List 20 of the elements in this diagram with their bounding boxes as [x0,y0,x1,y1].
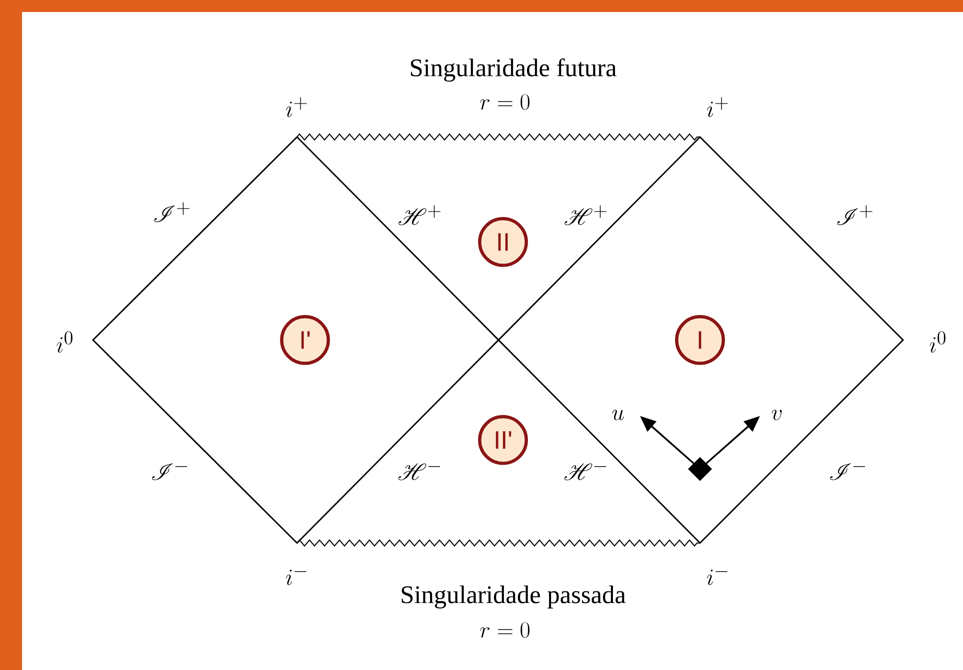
math-label: $v$ [772,410,782,420]
math-label: $i^{+}$ [286,97,307,117]
math-label: $\mathscr{H}^{-}$ [398,463,440,480]
math-label: $\mathscr{H}^{+}$ [564,205,607,226]
math-label: $r = 0$ [480,622,530,638]
math-label: $i^{0}$ [930,331,946,353]
math-label: $\mathscr{I}^{-}$ [152,463,188,480]
math-label: $u$ [612,410,624,420]
math-label: $\mathscr{H}^{+}$ [398,205,441,226]
math-label: $i^{0}$ [56,331,72,353]
region-label: Singularidade futura [410,58,616,82]
region-label: Singularidade passada [402,585,626,608]
math-label: $\mathscr{I}^{+}$ [154,202,190,222]
math-label: $\mathscr{I}^{+}$ [837,205,872,226]
math-label: $\mathscr{I}^{-}$ [830,463,866,480]
math-label: $i^{-}$ [706,570,728,585]
math-label: $i^{-}$ [286,570,306,585]
math-label: $r = 0$ [480,94,530,110]
math-label: $\mathscr{H}^{-}$ [564,463,606,480]
math-label: $i^{+}$ [707,97,728,117]
